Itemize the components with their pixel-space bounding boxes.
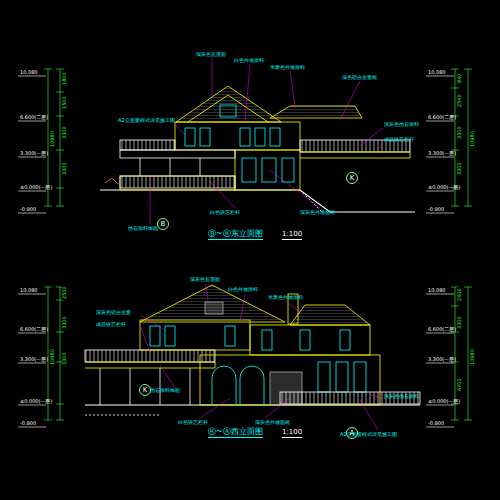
dimension-text: 3300: [62, 125, 67, 140]
material-callout: 浅灰色仿石涂料: [384, 394, 419, 399]
dimension-text: 3300: [457, 161, 462, 176]
dimension-text: 3300: [457, 315, 462, 330]
level-text: 3.300(一层): [428, 357, 456, 362]
level-text: 6.600(二层): [20, 327, 48, 332]
material-callout: 白色铁艺栏杆: [178, 420, 208, 425]
material-callout: 米黄色外墙涂料: [270, 65, 305, 70]
dimension-text: 4700: [457, 377, 462, 392]
dimension-text: 3300: [62, 315, 67, 330]
level-text: 6.600(二层): [20, 115, 48, 120]
material-callout: 白色外墙涂料: [228, 287, 258, 292]
level-text: 3.300(一层): [20, 151, 48, 156]
dimension-text: 1500: [62, 95, 67, 110]
east-elevation: [100, 86, 415, 212]
material-callout: 成品铁艺栏杆: [96, 322, 126, 327]
grid-axis-bubble: K: [346, 172, 358, 184]
level-text: -0.900: [20, 421, 36, 426]
level-text: ±0.000(一层): [20, 399, 52, 404]
dimension-text: 2540: [457, 93, 462, 108]
leader-lines: [140, 58, 383, 430]
level-text: 6.600(二层): [428, 327, 456, 332]
axis-letter: K: [350, 175, 355, 182]
material-callout: 成品铁艺栏杆: [384, 137, 414, 142]
dimension-text: 3300: [62, 161, 67, 176]
axis-letter: B: [161, 221, 166, 228]
material-callout: A2立面窗样式详见施工图: [340, 432, 397, 437]
level-text: 3.300(一层): [20, 357, 48, 362]
material-callout: 米黄色外墙涂料: [268, 295, 303, 300]
material-callout: 深灰色瓦屋面: [196, 52, 226, 57]
level-text: 10.080: [20, 288, 38, 293]
level-marks: [18, 76, 454, 427]
material-callout: 深灰色铝合金窗: [96, 310, 131, 315]
dimension-lines: [44, 69, 472, 420]
level-text: ±0.000(一层): [20, 185, 52, 190]
west-elevation: [85, 285, 420, 415]
level-text: -0.900: [428, 421, 444, 426]
level-text: ±0.000(一层): [428, 399, 460, 404]
drawing-title: Ⓑ~Ⓚ东立面图: [208, 230, 263, 240]
dimension-text: 2400: [457, 287, 462, 302]
level-text: -0.900: [20, 207, 36, 212]
dimension-text: 840: [457, 72, 462, 84]
drawing-title: 1:100: [282, 429, 302, 438]
dimension-text: 10980: [50, 348, 55, 366]
dimension-text: 3300: [62, 351, 67, 366]
level-text: -0.900: [428, 207, 444, 212]
material-callout: 仿石涂料饰面: [128, 226, 158, 231]
drawing-title: 1:100: [282, 231, 302, 240]
material-callout: 白色铁艺栏杆: [210, 210, 240, 215]
material-callout: 深灰色外墙面砖: [300, 210, 335, 215]
dimension-text: 2500: [62, 285, 67, 300]
material-callout: 深灰色外墙面砖: [255, 420, 290, 425]
dimension-text: 1800: [62, 71, 67, 86]
material-callout: 仿石涂料饰面: [150, 388, 180, 393]
sheet-ground: [0, 45, 500, 450]
level-text: 10.080: [428, 288, 446, 293]
level-text: ±0.000(一层): [428, 185, 460, 190]
dimension-text: 10980: [470, 348, 475, 366]
dimension-text: 10980: [470, 130, 475, 148]
material-callout: 深色铝合金窗框: [342, 75, 377, 80]
level-text: 10.080: [428, 70, 446, 75]
material-callout: A2立面窗样式详见施工图: [118, 118, 175, 123]
level-text: 6.600(二层): [428, 115, 456, 120]
level-text: 10.080: [20, 70, 38, 75]
material-callout: 白色外墙涂料: [234, 58, 264, 63]
axis-letter: K: [143, 387, 148, 394]
grid-axis-bubble: K: [139, 384, 151, 396]
material-callout: 浅灰色仿石涂料: [384, 122, 419, 127]
level-text: 3.300(一层): [428, 151, 456, 156]
grid-axis-bubble: B: [157, 218, 169, 230]
dimension-text: 10980: [50, 130, 55, 148]
material-callout: 深灰色瓦屋面: [190, 277, 220, 282]
drawing-title: Ⓚ~Ⓐ西立面图: [208, 428, 263, 438]
dimension-text: 3300: [457, 125, 462, 140]
